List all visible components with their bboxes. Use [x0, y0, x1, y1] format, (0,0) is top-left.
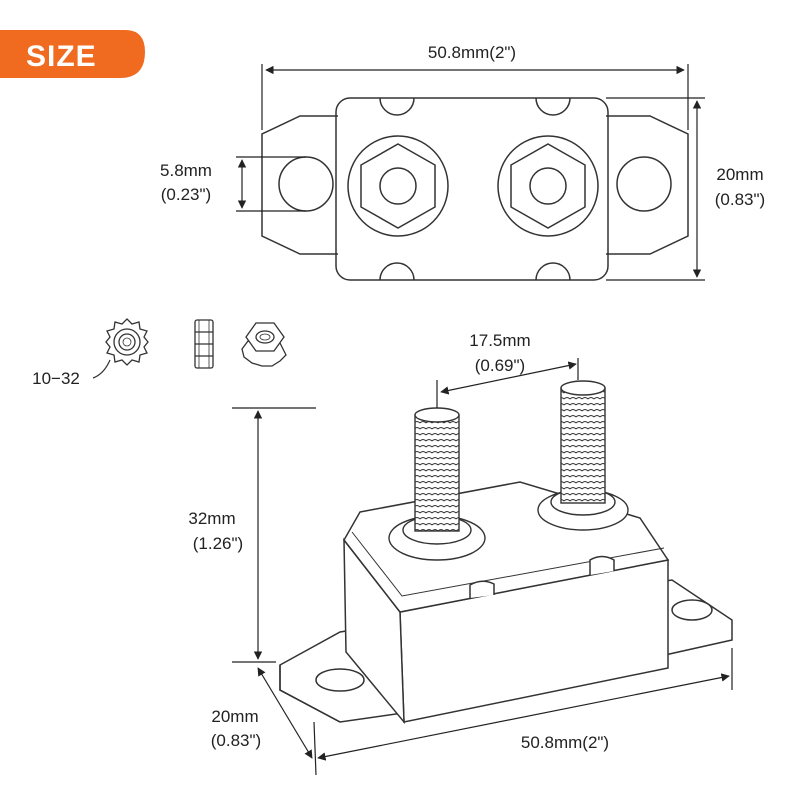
- terminal-left: [347, 135, 449, 237]
- nut-side-icon: [194, 319, 214, 369]
- star-washer-icon: [105, 318, 149, 366]
- thread-leader-line: [92, 359, 111, 379]
- body-top: [335, 97, 609, 281]
- stud-spacing-mm-label: 17.5mm: [469, 331, 530, 350]
- hole-mm-label: 5.8mm: [160, 161, 212, 180]
- thread-label: 10−32: [32, 369, 80, 388]
- notch: [535, 97, 571, 116]
- depth-dim-line: [257, 667, 313, 759]
- height-in-label: (0.83"): [715, 190, 765, 209]
- notch: [379, 97, 415, 116]
- length-dim-line: [317, 673, 730, 761]
- stud-right: [537, 380, 629, 531]
- left-flange: [261, 115, 338, 255]
- top-view-dimensions: [236, 64, 705, 281]
- left-mount-hole: [278, 156, 334, 212]
- keps-nut-icon: [241, 322, 287, 367]
- length-label: 50.8mm(2"): [521, 733, 609, 752]
- notch: [535, 262, 571, 281]
- size-badge: SIZE: [0, 30, 145, 78]
- stud-height-in-label: (1.26"): [193, 534, 243, 553]
- badge-shape: [0, 30, 145, 78]
- width-label: 50.8mm(2"): [428, 43, 516, 62]
- terminal-right: [497, 135, 599, 237]
- stud-left: [388, 407, 486, 561]
- badge-label: SIZE: [26, 40, 97, 73]
- base-hole-left: [315, 668, 365, 692]
- stud-height-mm-label: 32mm: [188, 509, 235, 528]
- height-mm-label: 20mm: [716, 165, 763, 184]
- hole-in-label: (0.23"): [161, 185, 211, 204]
- right-mount-hole: [616, 156, 672, 212]
- iso-view-dimensions: [232, 358, 733, 776]
- depth-in-label: (0.83"): [211, 731, 261, 750]
- iso-view: [279, 481, 733, 725]
- stud-spacing-dim-line: [440, 361, 577, 395]
- right-flange: [606, 115, 689, 255]
- top-view: [261, 97, 689, 281]
- stud-spacing-in-label: (0.69"): [475, 356, 525, 375]
- depth-mm-label: 20mm: [211, 707, 258, 726]
- notch: [379, 262, 415, 281]
- base-hole-right: [671, 599, 713, 621]
